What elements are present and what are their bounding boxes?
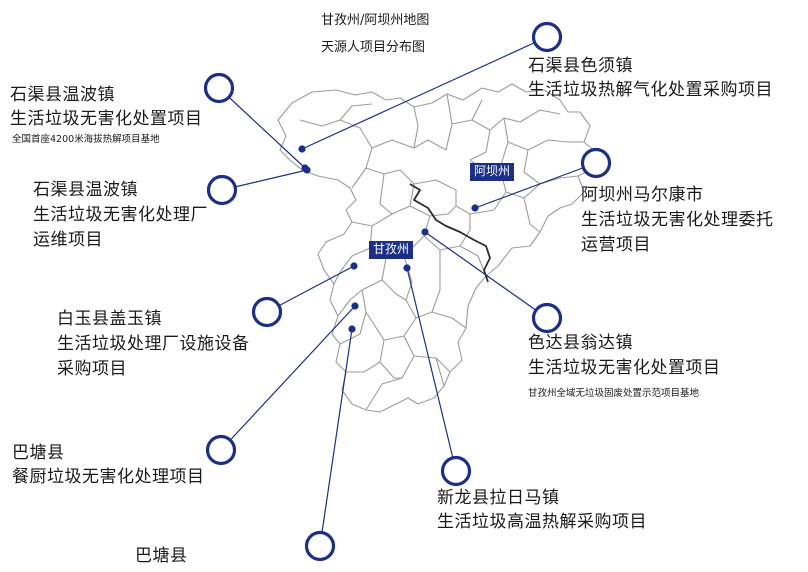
project-description: 生活垃圾热解气化处置采购项目	[528, 80, 773, 100]
project-description-cont: 运维项目	[33, 230, 103, 250]
prefecture-boundary	[409, 183, 491, 283]
callout-ring-icon	[206, 174, 238, 206]
project-description: 生活垃圾无害化处置项目	[10, 109, 203, 129]
project-note: 全国首座4200米海拔热解项目基地	[12, 134, 160, 145]
region-label-aba: 阿坝州	[470, 163, 515, 181]
project-marker-dot[interactable]	[403, 264, 411, 272]
project-location: 巴塘县	[135, 546, 188, 566]
project-location: 石渠县温波镇	[10, 85, 115, 105]
callout-ring-icon	[531, 302, 563, 334]
project-marker-dot[interactable]	[351, 302, 359, 310]
callout-ring-icon	[251, 296, 283, 328]
project-location: 石渠县温波镇	[33, 180, 138, 200]
project-description-cont: 采购项目	[57, 359, 127, 379]
connector-line	[266, 265, 355, 313]
connector-line	[218, 87, 306, 169]
project-description: 生活垃圾无害化处置项目	[528, 358, 721, 378]
map-title-line2: 天源人项目分布图	[321, 40, 426, 55]
project-marker-dot[interactable]	[303, 166, 311, 174]
callout-ring-icon	[203, 72, 235, 104]
project-location: 白玉县盖玉镇	[57, 309, 162, 329]
region-label-ganzi: 甘孜州	[369, 241, 414, 259]
callout-ring-icon	[205, 434, 237, 466]
project-description: 生活垃圾无害化处理厂	[33, 205, 208, 225]
project-location: 色达县翁达镇	[528, 333, 633, 353]
project-description: 餐厨垃圾无害化处理项目	[12, 467, 205, 487]
project-marker-dot[interactable]	[348, 325, 356, 333]
project-marker-dot[interactable]	[350, 262, 358, 270]
callout-ring-icon	[440, 455, 472, 487]
project-description: 生活垃圾高温热解采购项目	[437, 512, 647, 532]
project-location: 新龙县拉日马镇	[437, 488, 560, 508]
connector-line	[220, 305, 356, 451]
project-marker-dot[interactable]	[421, 228, 429, 236]
project-note: 甘孜州全域无垃圾固废处置示范项目基地	[528, 388, 700, 399]
connector-line	[474, 162, 597, 209]
project-location: 石渠县色须镇	[528, 56, 633, 76]
project-description-cont: 运营项目	[581, 235, 651, 255]
project-description: 生活垃圾无害化处理委托	[581, 210, 774, 230]
project-location: 巴塘县	[12, 443, 65, 463]
connector-line	[319, 328, 353, 547]
connector-line	[424, 231, 548, 319]
callout-ring-icon	[531, 21, 563, 53]
project-description: 生活垃圾处理厂设施设备	[57, 334, 250, 354]
connector-line	[406, 267, 457, 472]
project-location: 阿坝州马尔康市	[581, 185, 704, 205]
connector-line	[301, 36, 548, 150]
callout-ring-icon	[304, 530, 336, 562]
map-title-line1: 甘孜州/阿坝州地图	[321, 13, 430, 28]
project-marker-dot[interactable]	[298, 145, 306, 153]
county-borders	[299, 93, 584, 411]
project-marker-dot[interactable]	[471, 204, 479, 212]
callout-ring-icon	[580, 147, 612, 179]
